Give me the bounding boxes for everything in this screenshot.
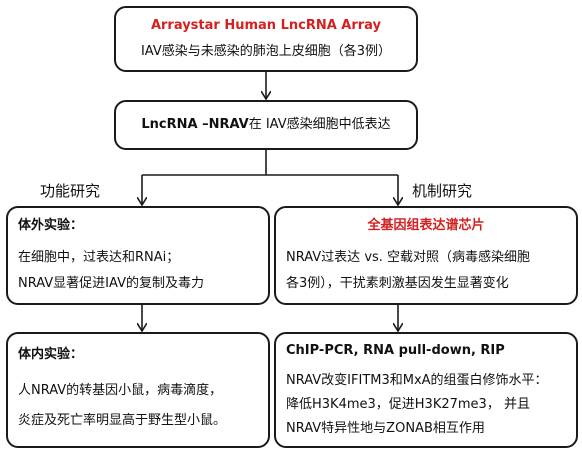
microarray-line-1: NRAV过表达 vs. 空载对照（病毒感染细胞 <box>286 250 531 265</box>
nrav-name: LncRNA –NRAV <box>141 117 249 132</box>
chip-line-3: NRAV特异性地与ZONAB相互作用 <box>286 421 485 436</box>
nrav-statement: LncRNA –NRAV在 IAV感染细胞中低表达 <box>116 116 416 134</box>
in-vivo-title: 体内实验： <box>18 347 84 362</box>
microarray-title: 全基因组表达谱芯片 <box>367 218 485 233</box>
chip-title: ChIP-PCR, RNA pull-down, RIP <box>286 343 505 358</box>
microarray-box: 全基因组表达谱芯片 NRAV过表达 vs. 空载对照（病毒感染细胞 各3例），干… <box>274 206 578 305</box>
in-vivo-line-1: 人NRAV的转基因小鼠，病毒滴度， <box>18 383 223 398</box>
in-vitro-line-1: 在细胞中，过表达和RNAi； <box>18 250 180 265</box>
array-description: IAV感染与未感染的肺泡上皮细胞（各3例） <box>140 44 392 59</box>
chip-line-1: NRAV改变IFITM3和MxA的组蛋白修饰水平： <box>286 373 548 388</box>
in-vivo-box: 体内实验： 人NRAV的转基因小鼠，病毒滴度， 炎症及死亡率明显高于野生型小鼠。 <box>6 332 270 448</box>
nrav-statement-rest: 在 IAV感染细胞中低表达 <box>248 117 391 132</box>
branch-label-mechanism: 机制研究 <box>412 182 473 200</box>
chip-box: ChIP-PCR, RNA pull-down, RIP NRAV改变IFITM… <box>274 332 578 448</box>
in-vitro-line-2: NRAV显著促进IAV的复制及毒力 <box>18 276 204 291</box>
in-vitro-title: 体外实验： <box>18 218 84 233</box>
array-title: Arraystar Human LncRNA Array <box>150 18 382 33</box>
array-box: Arraystar Human LncRNA Array IAV感染与未感染的肺… <box>114 6 418 72</box>
in-vitro-box: 体外实验： 在细胞中，过表达和RNAi； NRAV显著促进IAV的复制及毒力 <box>6 206 270 305</box>
branch-label-function: 功能研究 <box>40 182 101 200</box>
chip-line-2: 降低H3K4me3，促进H3K27me3， 并且 <box>286 397 530 412</box>
in-vivo-line-2: 炎症及死亡率明显高于野生型小鼠。 <box>18 413 227 428</box>
nrav-box: LncRNA –NRAV在 IAV感染细胞中低表达 <box>114 100 418 150</box>
microarray-line-2: 各3例），干扰素刺激基因发生显著变化 <box>286 276 509 291</box>
